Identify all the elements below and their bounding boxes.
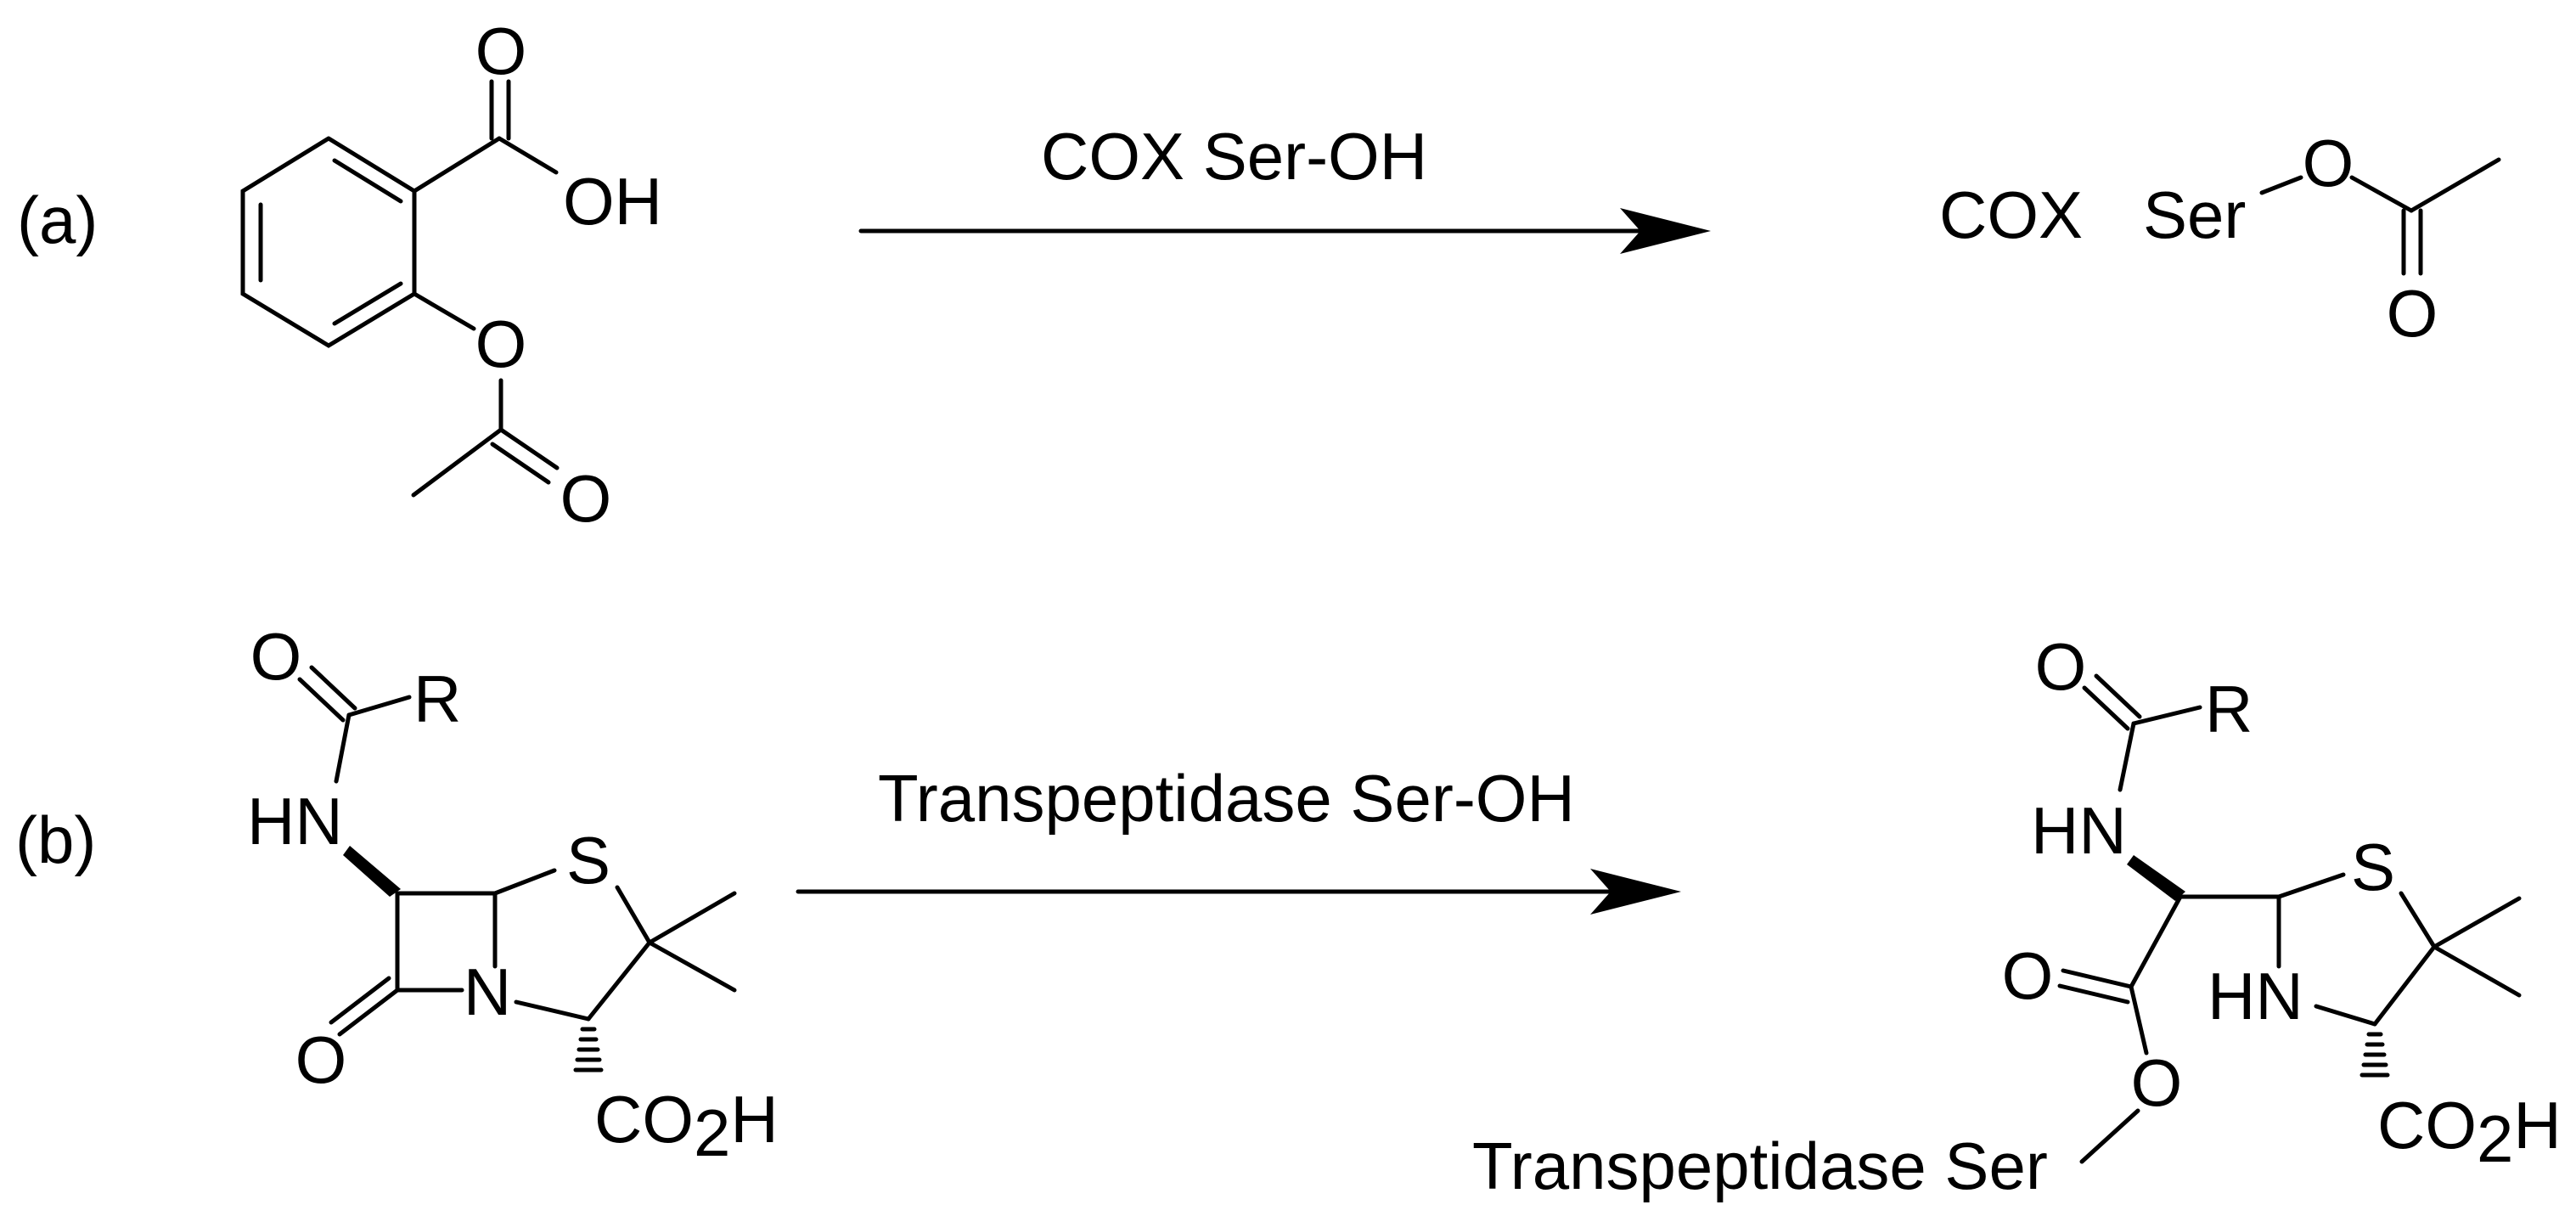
amide-c-to-r — [346, 695, 412, 718]
product-amide-oxygen: O — [2035, 629, 2087, 704]
amide-c-o-double-2 — [309, 665, 357, 711]
product-sulfur: S — [2351, 830, 2395, 904]
product-carboxylic-acid-label: CO2H — [2377, 1088, 2562, 1176]
reagent-b-label: Transpeptidase Ser-OH — [878, 761, 1575, 836]
s-to-gem-dimethyl-carbon — [615, 885, 652, 945]
acid-c-oh-bond — [497, 136, 559, 175]
ester-oxygen: O — [475, 307, 527, 381]
product-amide-c-o-double-1 — [2082, 685, 2130, 731]
ester-o-to-serine — [2079, 1108, 2140, 1164]
ester-oxygen-label: O — [2303, 126, 2354, 200]
methyl-1 — [647, 891, 737, 945]
cox-enzyme-label: COX — [1939, 177, 2083, 252]
product-acid-co: CO — [2377, 1088, 2477, 1163]
product-ring-nh: HN — [2208, 959, 2303, 1033]
ester-c-o-double-2 — [2057, 983, 2130, 1005]
panel-b-label: (b) — [15, 802, 96, 877]
acid-subscript: 2 — [694, 1095, 730, 1170]
product-ring-c-to-s — [2276, 872, 2346, 899]
ring-to-acid-carbon — [412, 136, 502, 194]
acetyl-carbonyl-oxygen: O — [560, 461, 612, 536]
product-methyl-1 — [2432, 896, 2522, 949]
oxygen-to-carbonyl-carbon — [2349, 175, 2414, 213]
acid-co: CO — [594, 1082, 694, 1157]
lactam-oxygen: O — [295, 1022, 347, 1097]
reagent-a-label: COX Ser-OH — [1041, 119, 1427, 194]
lactam-nitrogen: N — [464, 954, 511, 1029]
acid-h: H — [730, 1082, 778, 1157]
acetyl-serine-product: COX Ser O O — [1939, 126, 2501, 351]
product-gem-carbon-to-ch — [2372, 944, 2437, 1027]
ester-carbon-to-methyl — [411, 427, 503, 498]
panel-a-label: (a) — [17, 183, 98, 257]
wedge-bond-nh — [343, 846, 401, 897]
carboxylic-acid-label: CO2H — [594, 1082, 779, 1170]
product-hashed-bond-acid — [2359, 1032, 2390, 1078]
methyl-2 — [647, 940, 737, 993]
lactam-c-o-double-2 — [329, 976, 391, 1025]
reaction-arrow-b — [796, 869, 1681, 915]
product-acid-h: H — [2513, 1088, 2561, 1163]
benzene-ring — [240, 136, 417, 348]
product-r-group: R — [2205, 672, 2253, 746]
ring-c-to-s — [492, 868, 557, 896]
panel-b: (b) O R HN N O S — [15, 619, 2562, 1203]
benzene-inner-bond-2 — [332, 281, 403, 326]
ring-to-ester-oxygen — [412, 291, 476, 331]
acyl-enzyme-product: O R HN O O Transpeptidase Ser S HN — [1472, 629, 2562, 1203]
lactam-c-o-double-1 — [337, 988, 400, 1037]
penicillin-structure: O R HN N O S — [247, 619, 779, 1170]
serine-to-oxygen-bond — [2259, 175, 2303, 195]
benzene-inner-bond-1 — [332, 158, 403, 204]
product-carbonyl-oxygen: O — [2387, 276, 2438, 351]
amide-nh: HN — [247, 784, 343, 859]
arrow-a-head — [1620, 208, 1711, 254]
acid-carbonyl-oxygen: O — [475, 14, 527, 88]
ester-c-o-double-2 — [490, 442, 551, 485]
reaction-arrow-a — [858, 208, 1711, 254]
product-acid-subscript: 2 — [2477, 1101, 2513, 1176]
panel-a: (a) O OH O O C — [17, 14, 2501, 536]
transpeptidase-serine-label: Transpeptidase Ser — [1472, 1129, 2048, 1203]
carbonyl-to-methyl — [2409, 157, 2501, 213]
ester-c-to-o — [2129, 984, 2149, 1056]
product-amide-c-o-double-2 — [2094, 673, 2142, 719]
ester-c-o-double-1 — [2061, 968, 2134, 989]
product-s-to-gem-carbon — [2399, 891, 2437, 949]
product-amide-nh: HN — [2031, 793, 2127, 868]
product-methyl-2 — [2432, 944, 2522, 998]
product-amide-c-to-r — [2131, 705, 2202, 726]
product-nh-to-ch — [2314, 1004, 2377, 1027]
side-chain-amide-oxygen: O — [250, 619, 302, 694]
ester-carbonyl-oxygen: O — [2002, 938, 2054, 1013]
aspirin-structure: O OH O O — [240, 14, 662, 536]
amide-c-to-n — [334, 712, 352, 784]
arrow-b-head — [1590, 869, 1681, 915]
product-amide-c-to-n — [2118, 721, 2136, 792]
ch-to-n — [514, 999, 591, 1022]
product-wedge-bond-nh — [2127, 855, 2185, 901]
ester-c-o-double-1 — [498, 427, 560, 470]
thiazolidine-sulfur: S — [566, 823, 610, 898]
gem-carbon-to-ch — [586, 940, 652, 1022]
acid-hydroxyl: OH — [563, 164, 662, 239]
r-group: R — [413, 661, 461, 736]
alpha-c-to-ester-c — [2129, 894, 2183, 989]
serine-ester-oxygen: O — [2131, 1045, 2183, 1120]
amide-c-o-double-1 — [297, 677, 346, 723]
hashed-bond-acid — [573, 1027, 604, 1072]
serine-label: Ser — [2143, 177, 2246, 252]
